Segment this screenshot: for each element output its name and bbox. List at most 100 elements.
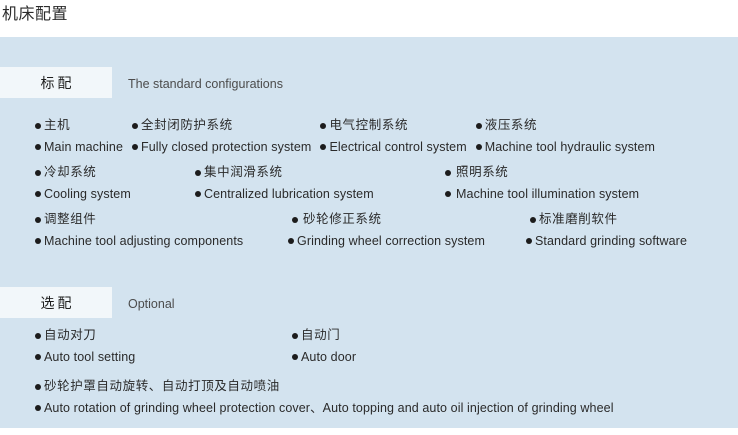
config-item-cn-label: 砂轮修正系统	[303, 212, 382, 226]
config-item: 主机 Main machine	[35, 117, 123, 156]
config-item-cn-label: 标准磨削软件	[539, 212, 618, 226]
section-tag-optional: 选配 Optional	[0, 287, 175, 318]
bullet-icon	[195, 191, 201, 197]
bullet-icon	[445, 170, 451, 176]
config-row: 冷却系统 Cooling system 集中润滑系统 Centralized l…	[0, 164, 738, 203]
config-item: 集中润滑系统 Centralized lubrication system	[195, 164, 445, 203]
config-item-en: Electrical control system	[320, 138, 467, 156]
config-item-en-label: Cooling system	[44, 187, 131, 201]
config-item-en: Standard grinding software	[526, 232, 687, 250]
config-item-en: Main machine	[35, 138, 123, 156]
config-item-cn-label: 电气控制系统	[329, 118, 409, 132]
bullet-icon	[35, 191, 41, 197]
bullet-icon	[530, 217, 536, 223]
configuration-panel	[0, 37, 738, 428]
config-item-en-label: Machine tool adjusting components	[44, 234, 244, 248]
bullet-icon	[35, 217, 41, 223]
config-item-cn: 调整组件	[35, 211, 288, 228]
config-item-cn-label: 液压系统	[484, 118, 538, 132]
bullet-icon	[320, 123, 327, 129]
config-item-en: Machine tool hydraulic system	[475, 138, 656, 156]
bullet-icon	[132, 123, 139, 129]
config-item: 砂轮护罩自动旋转、自动打顶及自动喷油 Auto rotation of grin…	[35, 378, 738, 417]
bullet-icon	[35, 144, 41, 150]
config-item-en: Machine tool adjusting components	[35, 232, 288, 250]
bullet-icon	[35, 238, 41, 244]
config-item: 调整组件 Machine tool adjusting components	[35, 211, 288, 250]
bullet-icon	[475, 123, 482, 129]
config-item-cn-label: 调整组件	[44, 212, 97, 226]
config-item: 冷却系统 Cooling system	[35, 164, 195, 203]
config-item-wide: 砂轮护罩自动旋转、自动打顶及自动喷油 Auto rotation of grin…	[0, 378, 738, 417]
bullet-icon	[35, 170, 41, 176]
config-item-cn: 主机	[35, 117, 123, 134]
config-item-cn-label: 自动门	[301, 328, 341, 342]
bullet-icon	[292, 354, 298, 360]
bullet-icon	[445, 191, 451, 197]
config-item-cn: 液压系统	[475, 117, 655, 134]
config-item-en: Auto door	[292, 348, 356, 366]
config-item-cn-label: 冷却系统	[44, 165, 97, 179]
page-title: 机床配置	[2, 6, 69, 23]
config-item-cn: 照明系统	[445, 164, 639, 181]
config-item: 电气控制系统 Electrical control system	[320, 117, 467, 156]
config-item-en: Auto tool setting	[35, 348, 292, 366]
config-item-cn-label: 照明系统	[456, 165, 509, 179]
tag-label-optional-cn: 选配	[40, 294, 75, 311]
config-item-en-label: Auto door	[301, 350, 357, 364]
config-item-cn-label: 自动对刀	[44, 328, 97, 342]
tag-label-standard-en: The standard configurations	[128, 77, 283, 92]
config-item-en: Fully closed protection system	[132, 138, 311, 156]
tag-label-standard-cn: 标配	[40, 74, 75, 91]
bullet-icon	[292, 333, 298, 339]
config-item-cn: 全封闭防护系统	[132, 117, 311, 134]
bullet-icon	[526, 238, 532, 244]
config-item-en-label: Electrical control system	[329, 140, 467, 154]
config-item-en: Grinding wheel correction system	[288, 232, 526, 250]
config-row: 调整组件 Machine tool adjusting components 砂…	[0, 211, 738, 250]
config-item: 标准磨削软件 Standard grinding software	[526, 211, 687, 250]
config-item-cn-label: 砂轮护罩自动旋转、自动打顶及自动喷油	[44, 379, 280, 393]
config-item-en-label: Main machine	[44, 140, 124, 154]
config-item: 照明系统 Machine tool illumination system	[445, 164, 639, 203]
config-item-cn: 自动对刀	[35, 327, 292, 344]
config-item-en: Auto rotation of grinding wheel protecti…	[35, 399, 738, 417]
bullet-icon	[35, 384, 41, 390]
config-item-en-label: Machine tool hydraulic system	[484, 140, 656, 154]
config-item-cn-label: 主机	[44, 118, 71, 132]
config-row: 自动对刀 Auto tool setting 自动门 Auto door	[0, 327, 738, 366]
config-item-cn-label: 全封闭防护系统	[141, 118, 233, 132]
bullet-icon	[292, 217, 298, 223]
config-item-cn: 集中润滑系统	[195, 164, 445, 181]
config-item-cn: 标准磨削软件	[530, 211, 687, 228]
config-item: 自动对刀 Auto tool setting	[35, 327, 292, 366]
bullet-icon	[288, 238, 294, 244]
config-item-cn: 电气控制系统	[320, 117, 466, 134]
config-item-en: Cooling system	[35, 185, 195, 203]
bullet-icon	[35, 405, 41, 411]
config-item-en-label: Centralized lubrication system	[204, 187, 374, 201]
config-item-en-label: Auto tool setting	[44, 350, 136, 364]
bullet-icon	[320, 144, 327, 150]
config-item: 液压系统 Machine tool hydraulic system	[475, 117, 656, 156]
config-row: 主机 Main machine 全封闭防护系统 Fully closed pro…	[0, 117, 738, 156]
config-item-en-label: Standard grinding software	[535, 234, 687, 248]
config-item-cn: 砂轮修正系统	[292, 211, 526, 228]
config-item-cn-label: 集中润滑系统	[204, 165, 283, 179]
tag-box-standard: 标配	[0, 67, 112, 98]
bullet-icon	[132, 144, 139, 150]
bullet-icon	[35, 123, 41, 129]
bullet-icon	[475, 144, 482, 150]
config-item-en: Machine tool illumination system	[445, 185, 639, 203]
config-item-en-label: Fully closed protection system	[141, 140, 312, 154]
bullet-icon	[195, 170, 201, 176]
section-tag-standard: 标配 The standard configurations	[0, 67, 283, 98]
tag-box-optional: 选配	[0, 287, 112, 318]
bullet-icon	[35, 333, 41, 339]
config-item-en-label: Grinding wheel correction system	[297, 234, 485, 248]
config-item-en: Centralized lubrication system	[195, 185, 445, 203]
config-item-cn: 砂轮护罩自动旋转、自动打顶及自动喷油	[35, 378, 738, 395]
config-item-cn: 冷却系统	[35, 164, 195, 181]
tag-label-optional-en: Optional	[128, 297, 175, 312]
